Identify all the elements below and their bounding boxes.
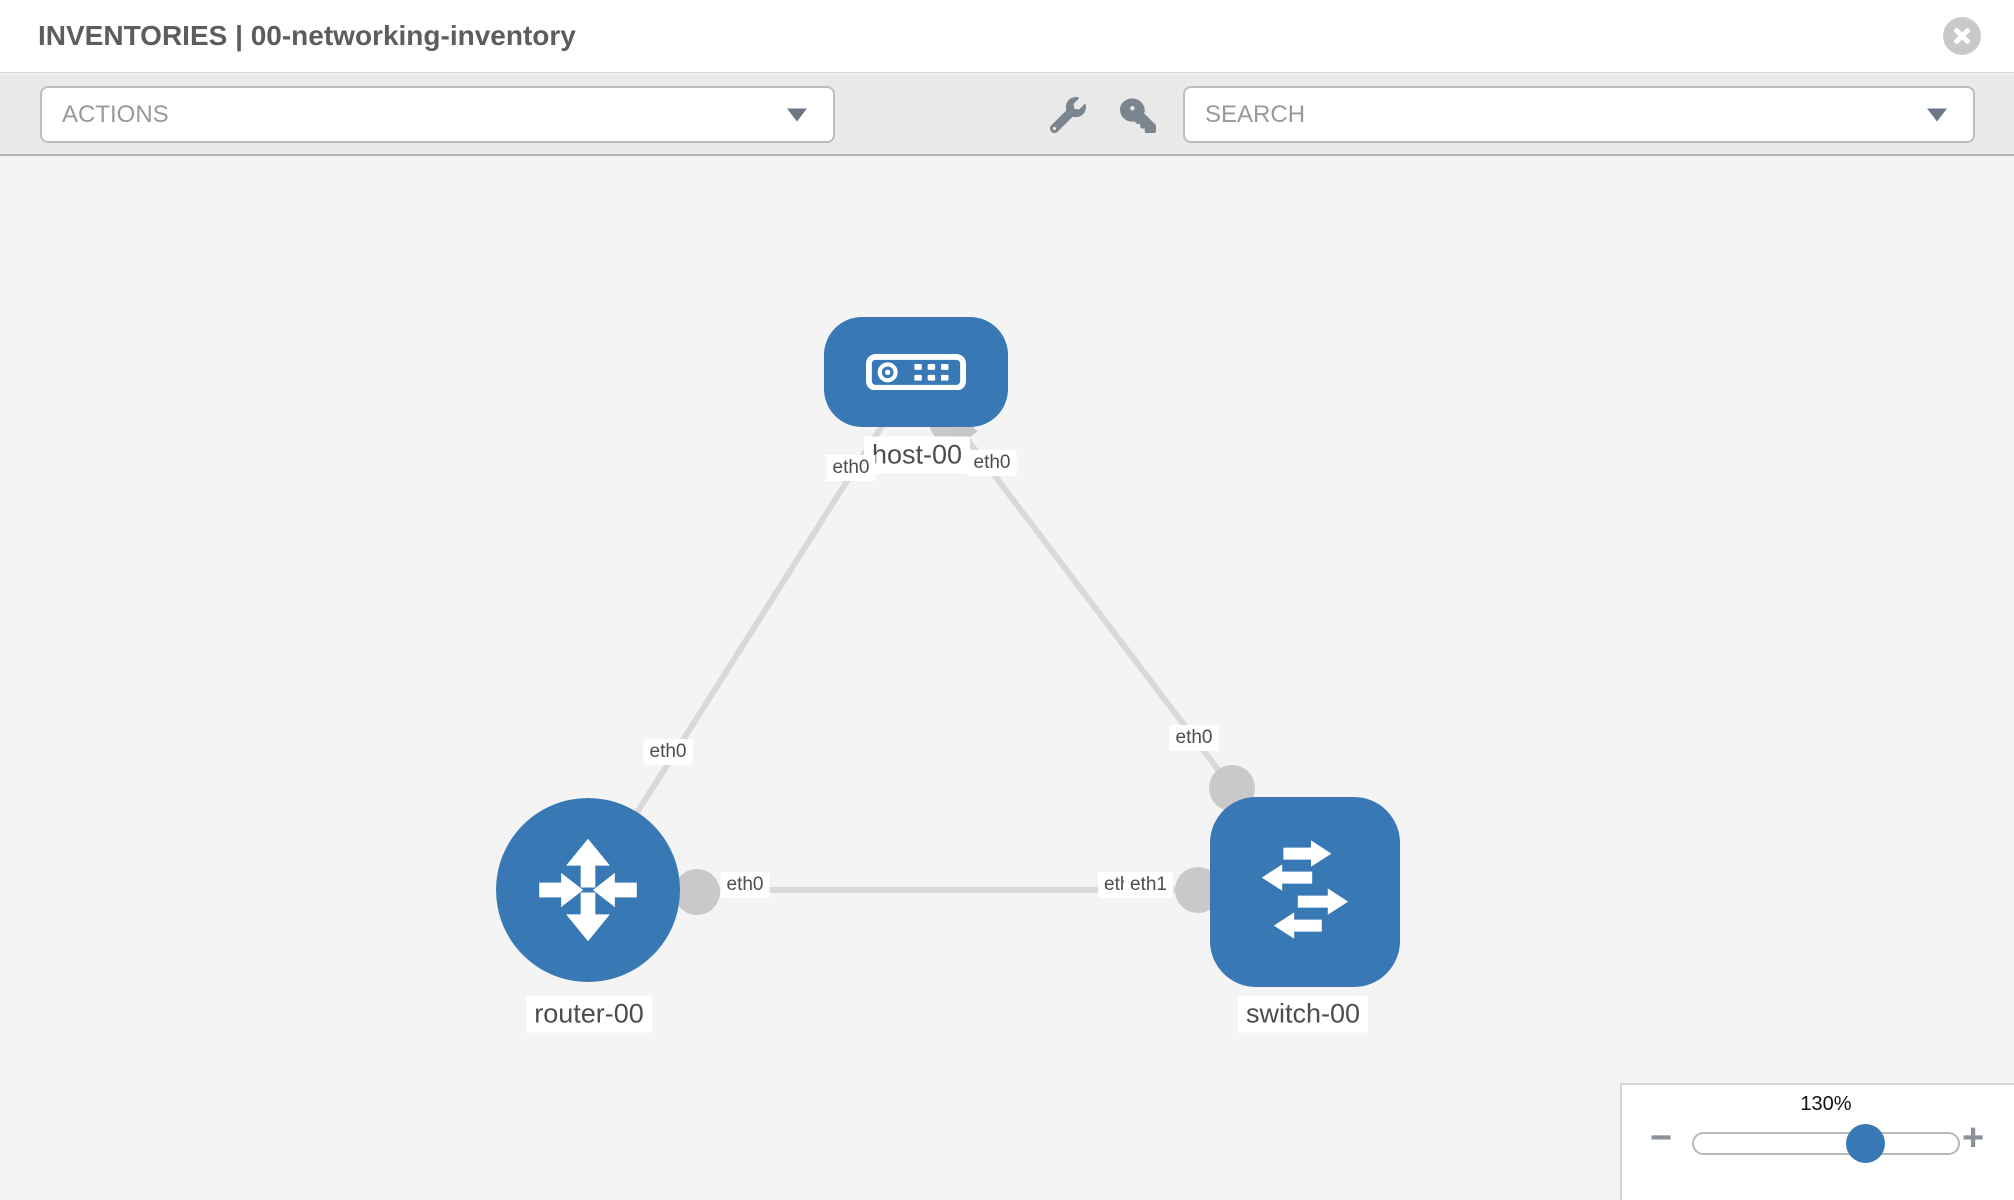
zoom-level: 130% — [1800, 1093, 1852, 1115]
actions-dropdown[interactable]: ACTIONS — [40, 86, 835, 143]
toolbar: ACTIONS SEARCH — [0, 74, 2014, 156]
credentials-button[interactable] — [1120, 97, 1156, 133]
zoom-slider-track[interactable] — [1692, 1132, 1960, 1155]
interface-label: eth0 — [967, 450, 1017, 476]
node-label-router: router-00 — [526, 995, 652, 1033]
port-circle-switch-eth1 — [1175, 867, 1221, 913]
zoom-panel: 130% − + — [1620, 1083, 2014, 1200]
zoom-in-button[interactable]: + — [1962, 1117, 1985, 1159]
node-label-switch: switch-00 — [1237, 995, 1369, 1033]
zoom-out-button[interactable]: − — [1650, 1117, 1673, 1159]
wrench-icon — [1049, 97, 1086, 134]
header-bar: INVENTORIES | 00-networking-inventory — [0, 0, 2014, 73]
node-switch-00[interactable] — [1210, 797, 1400, 987]
topology-canvas[interactable]: host-00 router-00 switch-00 eth0 eth0 et… — [0, 156, 2014, 1200]
configure-button[interactable] — [1049, 97, 1086, 134]
interface-label: eth1 — [1124, 872, 1173, 898]
zoom-slider-thumb[interactable] — [1846, 1124, 1885, 1163]
node-label-host: host-00 — [863, 436, 971, 474]
interface-label: eth0 — [1169, 725, 1219, 751]
node-router-00[interactable] — [496, 798, 680, 982]
close-button[interactable] — [1943, 17, 1981, 55]
interface-label: eth0 — [826, 455, 876, 481]
key-icon — [1120, 98, 1156, 133]
interface-label: eth0 — [720, 872, 770, 898]
router-icon — [539, 838, 637, 942]
search-dropdown[interactable]: SEARCH — [1183, 86, 1975, 143]
chevron-down-icon — [1927, 108, 1947, 121]
search-placeholder: SEARCH — [1205, 100, 1306, 128]
switch-icon — [1261, 840, 1349, 939]
actions-dropdown-label: ACTIONS — [62, 100, 169, 128]
node-host-00[interactable] — [824, 317, 1008, 427]
interface-label: eth0 — [643, 739, 693, 765]
links-layer — [585, 370, 1255, 915]
chevron-down-icon — [787, 108, 807, 121]
page-title: INVENTORIES | 00-networking-inventory — [38, 20, 576, 51]
port-circle-router-eth0 — [674, 869, 720, 915]
host-icon — [866, 353, 966, 391]
